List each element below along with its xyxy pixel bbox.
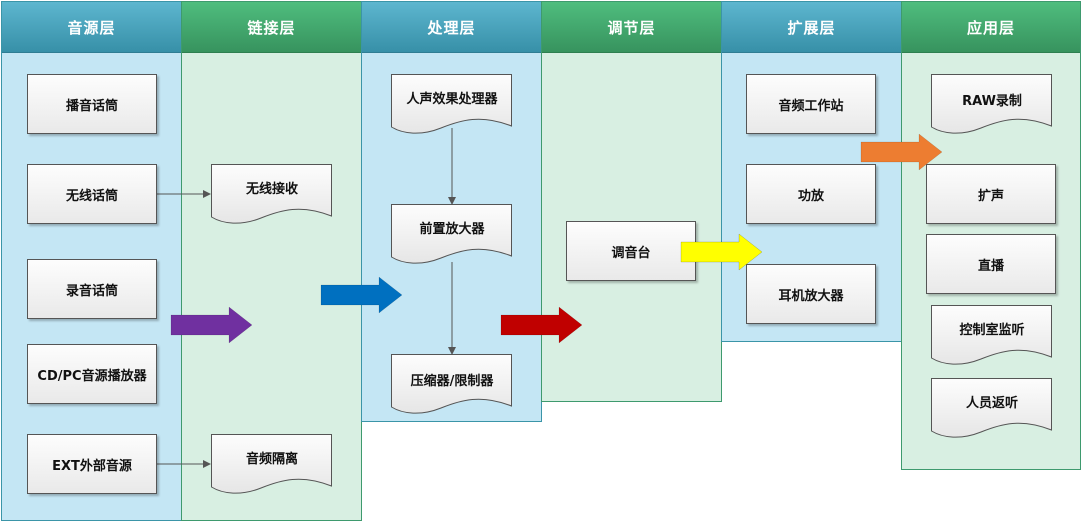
lane-header-expansion: 扩展层 [722,2,901,53]
doc-audio-isolation[interactable]: 音频隔离 [211,434,333,496]
lane-header-adjust: 调节层 [542,2,721,53]
doc-label: 音频隔离 [245,452,298,467]
node-ext-source[interactable]: EXT外部音源 [27,434,157,494]
arrow-shape [320,276,403,314]
node-wireless-mic[interactable]: 无线话筒 [27,164,157,224]
node-cd-pc-player[interactable]: CD/PC音源播放器 [27,344,157,404]
node-recording-mic[interactable]: 录音话筒 [27,259,157,319]
doc-control-room-monitor[interactable]: 控制室监听 [931,305,1053,367]
node-mixing-console[interactable]: 调音台 [566,221,696,281]
flow-arrow-yellow [680,233,763,271]
arrow-shape [170,306,253,344]
doc-label: 无线接收 [245,182,298,197]
doc-talent-foldback[interactable]: 人员返听 [931,378,1053,440]
node-broadcast-mic[interactable]: 播音话筒 [27,74,157,134]
doc-label: 人员返听 [965,396,1018,411]
doc-label: 控制室监听 [959,323,1025,338]
node-headphone-amp[interactable]: 耳机放大器 [746,264,876,324]
flow-arrow-red [500,306,583,344]
arrow-shape [500,306,583,344]
arrow-shape [680,233,763,271]
lane-header-application: 应用层 [902,2,1080,53]
flow-arrow-blue [320,276,403,314]
doc-label: 前置放大器 [419,222,485,237]
doc-label: 压缩器/限制器 [410,374,494,389]
doc-label: 人声效果处理器 [406,92,498,107]
lane-header-source: 音源层 [2,2,181,53]
arrow-shape [860,133,943,171]
flow-arrow-purple [170,306,253,344]
node-audio-workstation[interactable]: 音频工作站 [746,74,876,134]
doc-wireless-receiver[interactable]: 无线接收 [211,164,333,226]
node-live-stream[interactable]: 直播 [926,234,1056,294]
lane-adjust: 调节层 [541,1,722,402]
doc-vocal-effects[interactable]: 人声效果处理器 [391,74,513,136]
lane-header-link: 链接层 [182,2,361,53]
doc-raw-recording[interactable]: RAW录制 [931,74,1053,136]
doc-preamp[interactable]: 前置放大器 [391,204,513,266]
lane-header-processing: 处理层 [362,2,541,53]
doc-compressor-limiter[interactable]: 压缩器/限制器 [391,354,513,416]
doc-label: RAW录制 [962,94,1022,109]
flow-arrow-orange [860,133,943,171]
node-public-address[interactable]: 扩声 [926,164,1056,224]
node-power-amp[interactable]: 功放 [746,164,876,224]
